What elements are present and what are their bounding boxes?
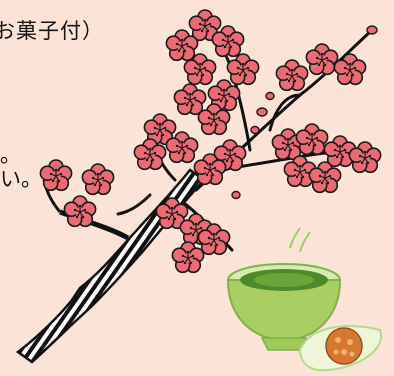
plum-blossom-cluster (39, 9, 382, 274)
branch-trunk (15, 168, 206, 364)
caption-line-1: お菓子付） (0, 19, 104, 43)
matcha-teacup-icon (226, 227, 342, 351)
plum-buds (231, 25, 378, 200)
caption-line-3: い。 (0, 167, 42, 191)
wagashi-sweet-icon (298, 325, 383, 372)
caption-line-2: 。 (0, 143, 21, 167)
